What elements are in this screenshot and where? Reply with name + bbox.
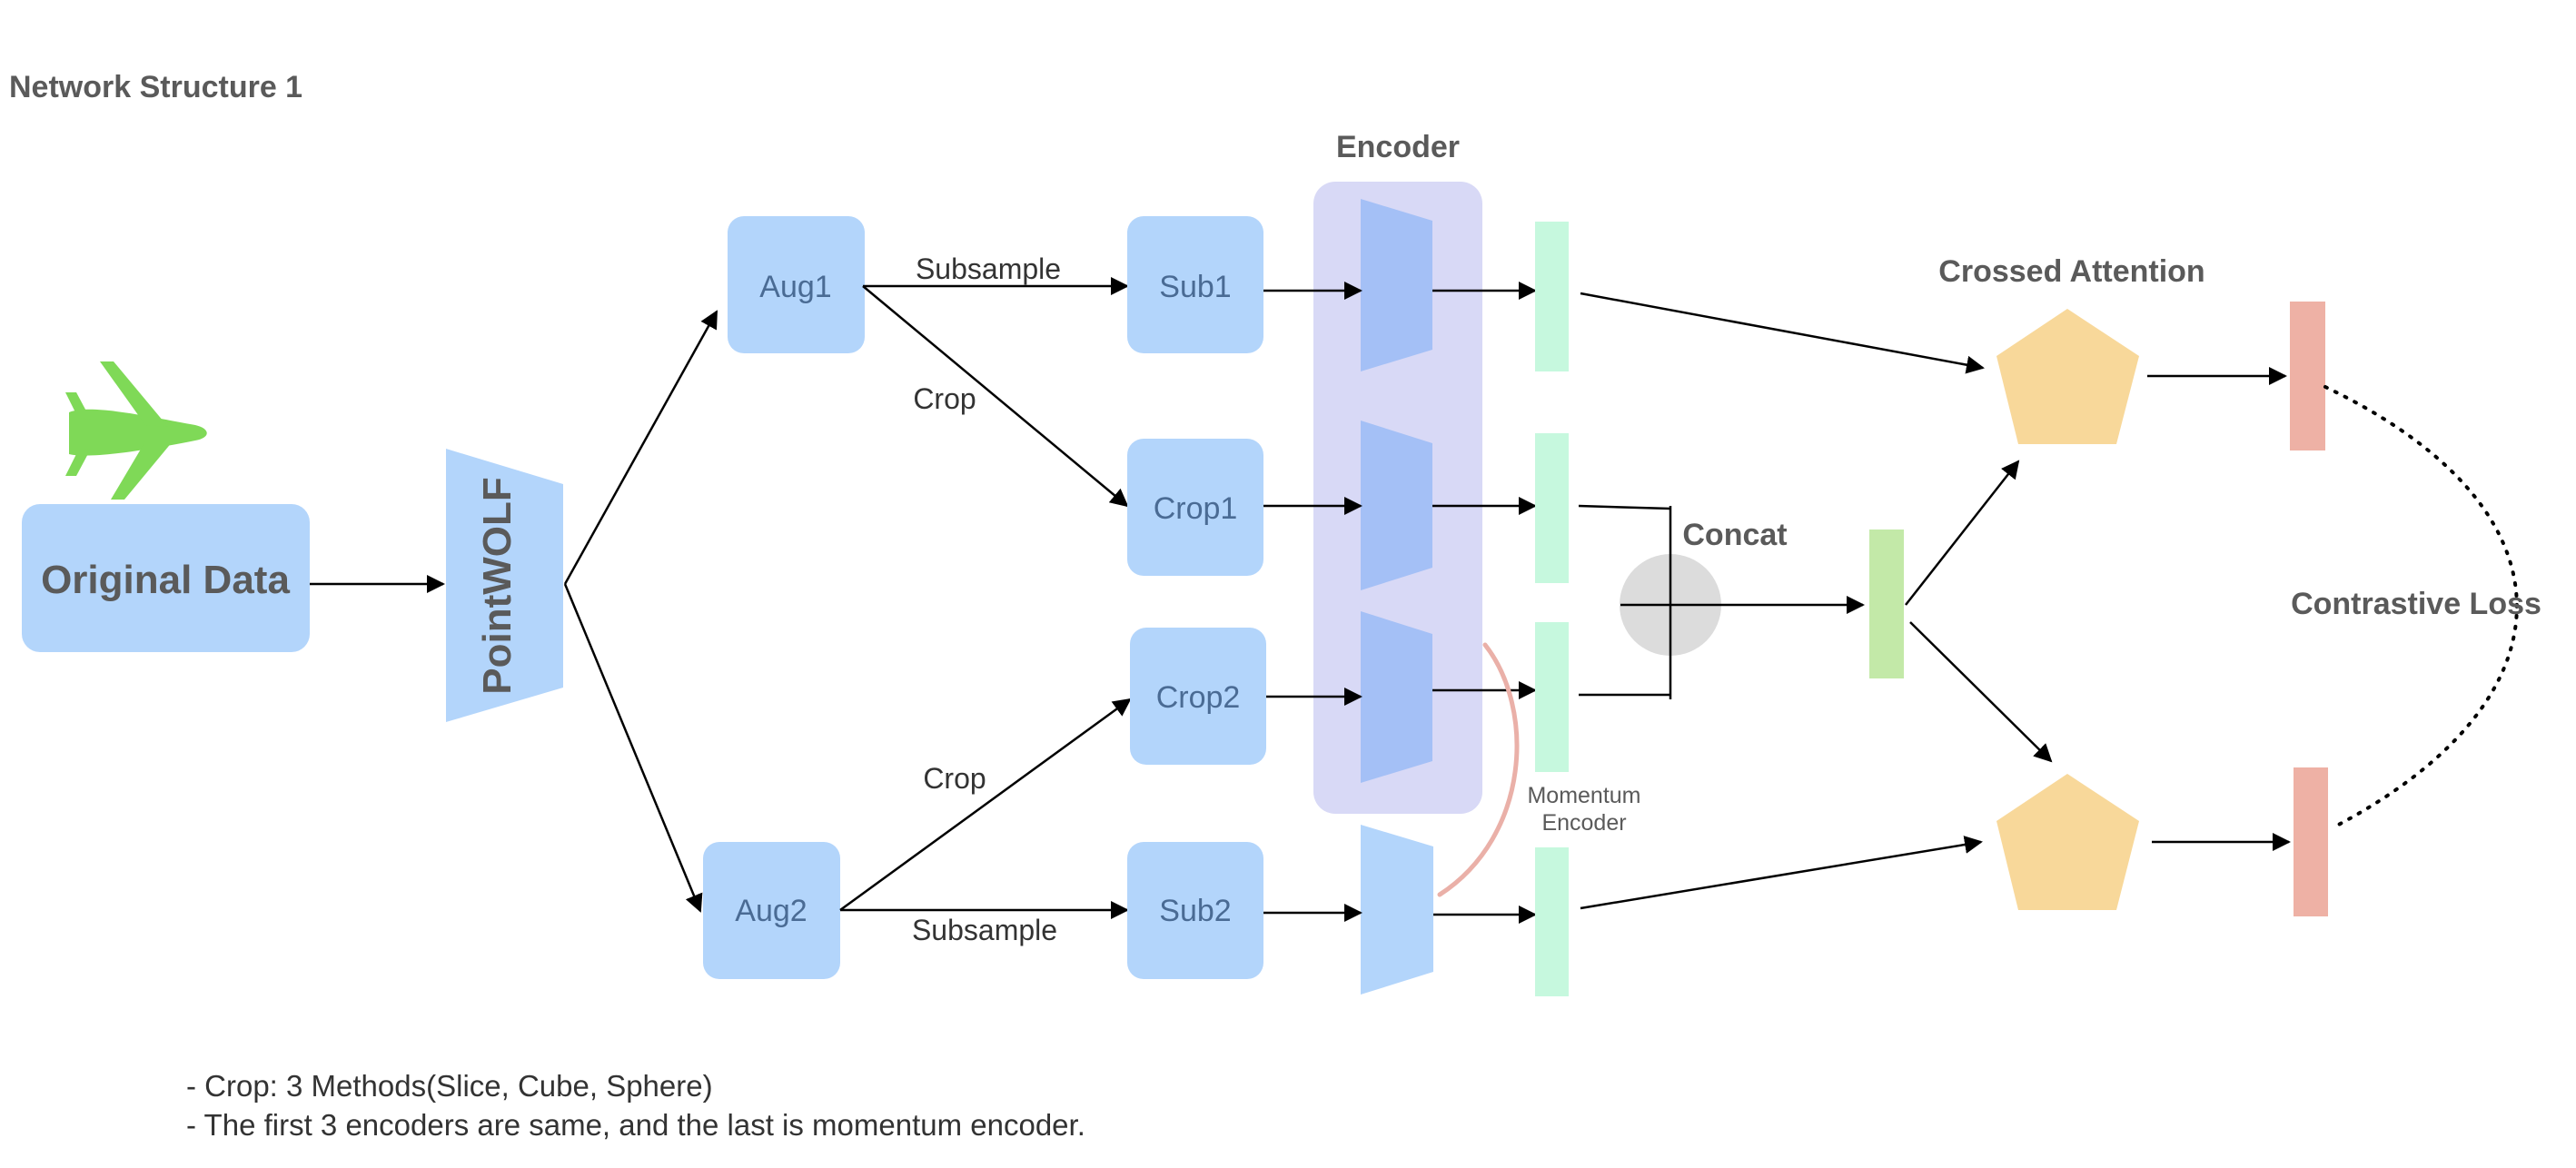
airplane-icon xyxy=(65,361,207,500)
aug1-crop-label: Crop xyxy=(913,382,976,415)
crossed-attention-pentagon xyxy=(1996,309,2139,444)
pointwolf-block xyxy=(446,449,563,722)
arrow-pointwolf-to-aug1 xyxy=(563,310,718,585)
sub2-label: Sub2 xyxy=(1159,894,1231,928)
crop1-node xyxy=(1127,439,1263,576)
aug1-node xyxy=(728,216,865,353)
encoder-2 xyxy=(1361,421,1432,590)
arrow-concat-to-lower-pentagon xyxy=(1909,621,2053,763)
original-data-label: Original Data xyxy=(41,558,290,602)
arrow-feature1-to-attention xyxy=(1580,292,1985,374)
output-vector-1 xyxy=(2290,302,2325,450)
arrow-aug2-to-crop2 xyxy=(839,698,1132,912)
arrow-pointwolf-to-aug2 xyxy=(563,583,703,913)
contrastive-loss-arc xyxy=(2323,385,2519,830)
aug2-subsample-label: Subsample xyxy=(912,914,1057,946)
aug1-label: Aug1 xyxy=(759,270,831,304)
feature-vector-3 xyxy=(1535,622,1569,772)
momentum-encoder xyxy=(1361,825,1433,995)
encoder-1 xyxy=(1361,199,1432,371)
aug1-subsample-label: Subsample xyxy=(916,252,1061,285)
note-crop-methods: - Crop: 3 Methods(Slice, Cube, Sphere) xyxy=(186,1069,713,1103)
encoder-3 xyxy=(1361,611,1432,783)
diagram-title: Network Structure 1 xyxy=(9,70,302,104)
arrow-concat-to-attention xyxy=(1905,460,2020,606)
contrastive-loss-label: Contrastive Loss xyxy=(2291,587,2541,621)
momentum-encoder-label-2: Encoder xyxy=(1541,810,1626,836)
crop2-node xyxy=(1130,628,1266,765)
sub1-node xyxy=(1127,216,1263,353)
encoder-label: Encoder xyxy=(1336,130,1460,164)
crop1-label: Crop1 xyxy=(1154,491,1238,526)
original-data-node xyxy=(22,504,310,652)
note-encoders: - The first 3 encoders are same, and the… xyxy=(186,1108,1085,1142)
arrow-feature4-to-lower-pentagon xyxy=(1580,836,1983,910)
pointwolf-label: PointWOLF xyxy=(475,477,520,695)
aug2-crop-label: Crop xyxy=(923,762,986,795)
aug2-node xyxy=(703,842,840,979)
momentum-encoder-label-1: Momentum xyxy=(1527,783,1640,808)
output-vector-2 xyxy=(2294,767,2328,916)
aug2-label: Aug2 xyxy=(735,894,807,928)
feature-vector-2 xyxy=(1535,433,1569,583)
sub1-label: Sub1 xyxy=(1159,270,1231,304)
feature-vector-4 xyxy=(1535,847,1569,996)
feature-vector-1 xyxy=(1535,222,1569,371)
lower-attention-pentagon xyxy=(1996,774,2139,910)
crop2-label: Crop2 xyxy=(1156,680,1241,715)
arrow-aug1-to-crop1 xyxy=(862,285,1129,508)
concat-label: Concat xyxy=(1682,518,1787,552)
concat-line-top xyxy=(1578,504,1671,510)
concat-feature-vector xyxy=(1869,530,1904,678)
momentum-update-curve xyxy=(1437,642,1520,897)
sub2-node xyxy=(1127,842,1263,979)
crossed-attention-label: Crossed Attention xyxy=(1938,254,2204,289)
